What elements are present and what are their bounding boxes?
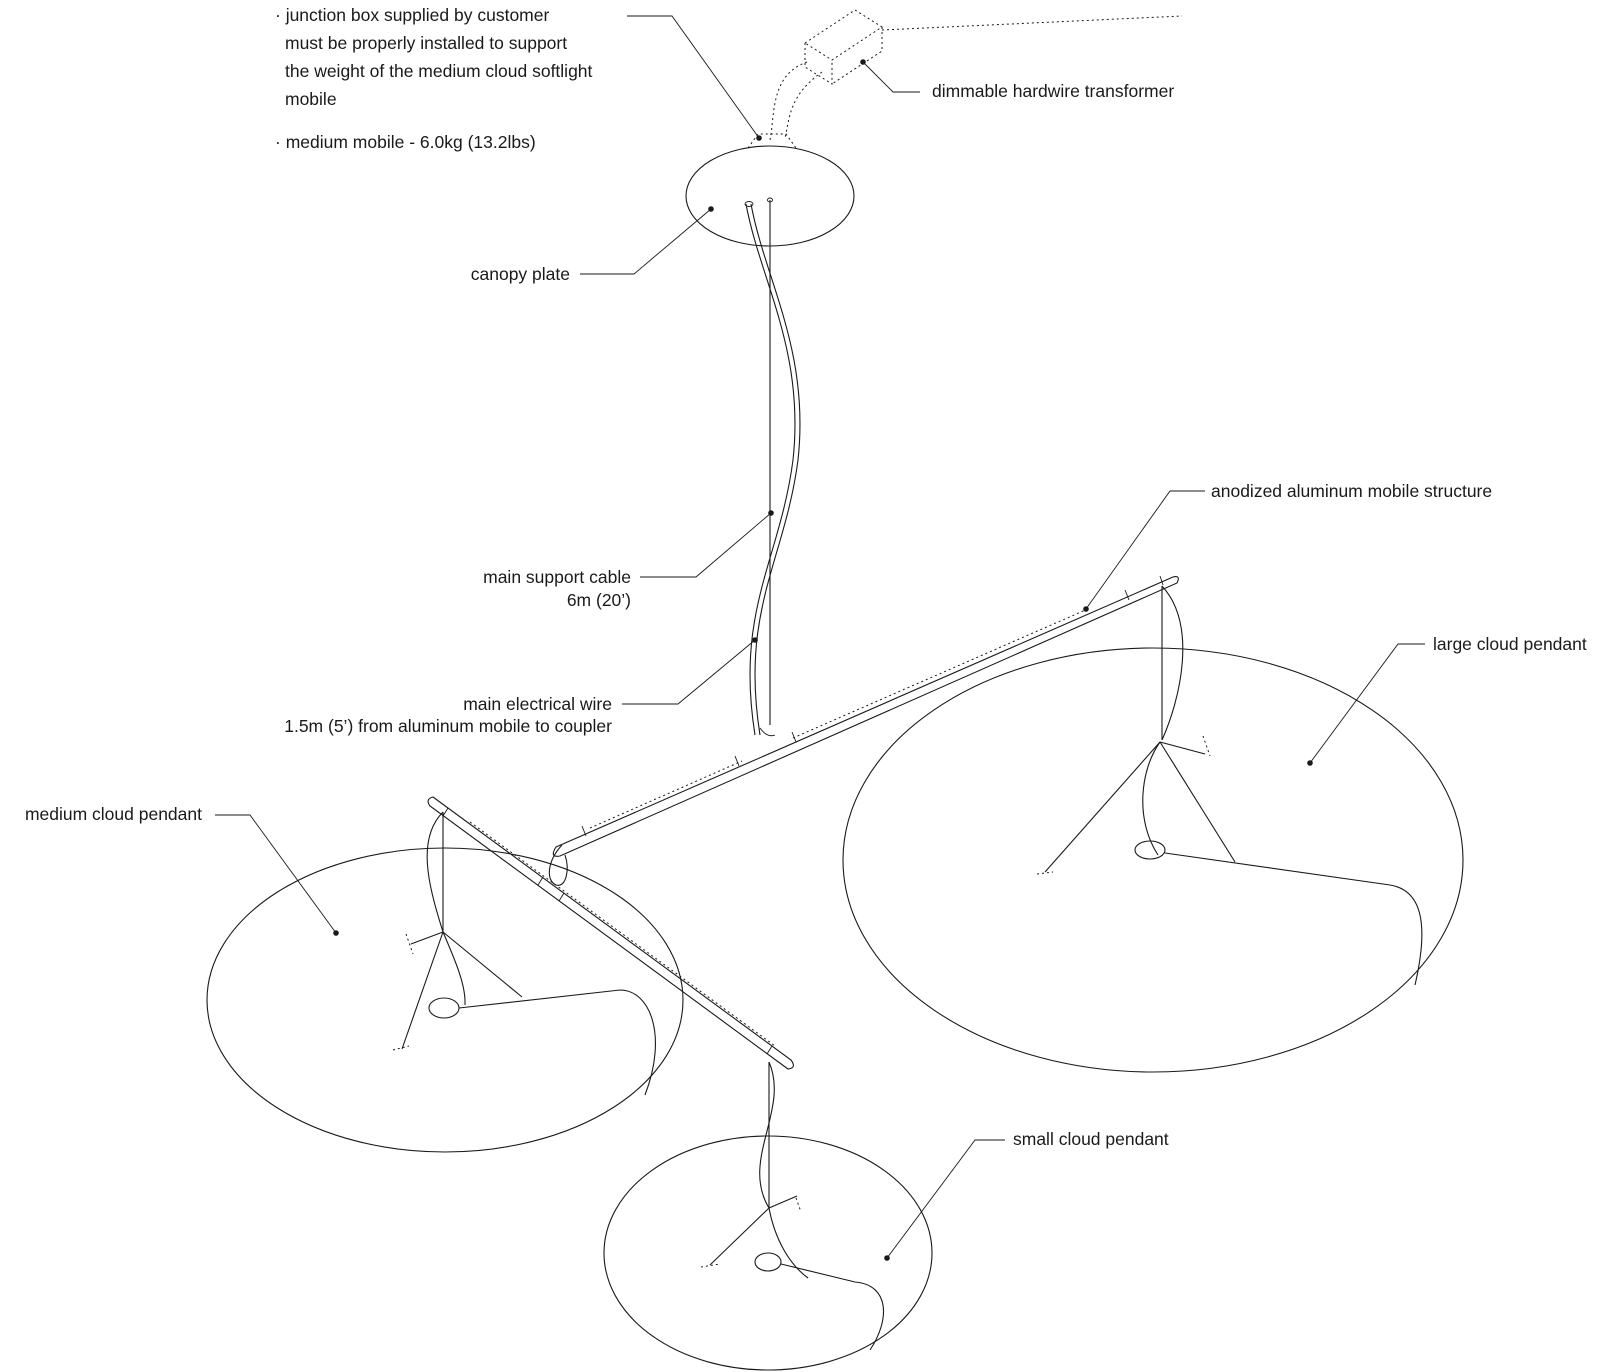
junction-box-note: · junction box supplied by customer must… bbox=[275, 5, 593, 109]
junction-note-line-1: · junction box supplied by customer bbox=[275, 5, 549, 25]
small-pendant-label: small cloud pendant bbox=[1013, 1129, 1169, 1149]
small-pendant-leader-dot bbox=[884, 1255, 890, 1261]
large-pendant-label: large cloud pendant bbox=[1433, 634, 1587, 654]
main-electrical-wire bbox=[745, 203, 801, 736]
medium-pendant-leader-dot bbox=[333, 930, 339, 936]
support-cable-leader-dot bbox=[768, 510, 774, 516]
structure-label: anodized aluminum mobile structure bbox=[1211, 481, 1492, 501]
medium-pendant-label: medium cloud pendant bbox=[25, 804, 202, 824]
canopy-leader bbox=[580, 208, 712, 275]
lower-arm bbox=[427, 796, 794, 1070]
electrical-wire-length: 1.5m (5’) from aluminum mobile to couple… bbox=[284, 716, 612, 736]
medium-cloud-pendant bbox=[206, 811, 684, 1153]
junction-leader bbox=[627, 15, 760, 139]
transformer-leader-dot bbox=[860, 59, 866, 65]
small-pendant-leader bbox=[886, 1139, 1005, 1259]
electrical-wire-label: main electrical wire bbox=[463, 694, 612, 714]
transformer-label: dimmable hardwire transformer bbox=[932, 81, 1174, 101]
electrical-wire-leader bbox=[622, 639, 756, 705]
support-cable-leader bbox=[640, 512, 772, 578]
junction-note-line-4: mobile bbox=[285, 89, 337, 109]
dimmable-transformer bbox=[769, 9, 1183, 141]
medium-pendant-leader bbox=[215, 814, 337, 934]
junction-leader-dot bbox=[756, 135, 762, 141]
support-cable-length: 6m (20’) bbox=[567, 590, 631, 610]
weight-note: · medium mobile - 6.0kg (13.2lbs) bbox=[275, 132, 536, 152]
canopy-leader-dot bbox=[708, 206, 714, 212]
transformer-leader bbox=[862, 61, 920, 93]
structure-leader-dot bbox=[1083, 606, 1089, 612]
canopy-label: canopy plate bbox=[471, 264, 570, 284]
large-pendant-leader-dot bbox=[1307, 760, 1313, 766]
junction-note-line-2: must be properly installed to support bbox=[285, 33, 567, 53]
small-cloud-pendant bbox=[603, 1061, 933, 1371]
large-pendant-leader bbox=[1309, 643, 1425, 764]
large-cloud-pendant bbox=[842, 585, 1464, 1073]
junction-note-line-3: the weight of the medium cloud softlight bbox=[285, 61, 593, 81]
aluminum-mobile-structure bbox=[427, 575, 1179, 1070]
upper-arm bbox=[552, 576, 1179, 857]
junction-box bbox=[747, 133, 797, 149]
support-cable-label: main support cable bbox=[483, 567, 631, 587]
leader-lines bbox=[215, 15, 1425, 1261]
structure-leader bbox=[1085, 490, 1205, 610]
